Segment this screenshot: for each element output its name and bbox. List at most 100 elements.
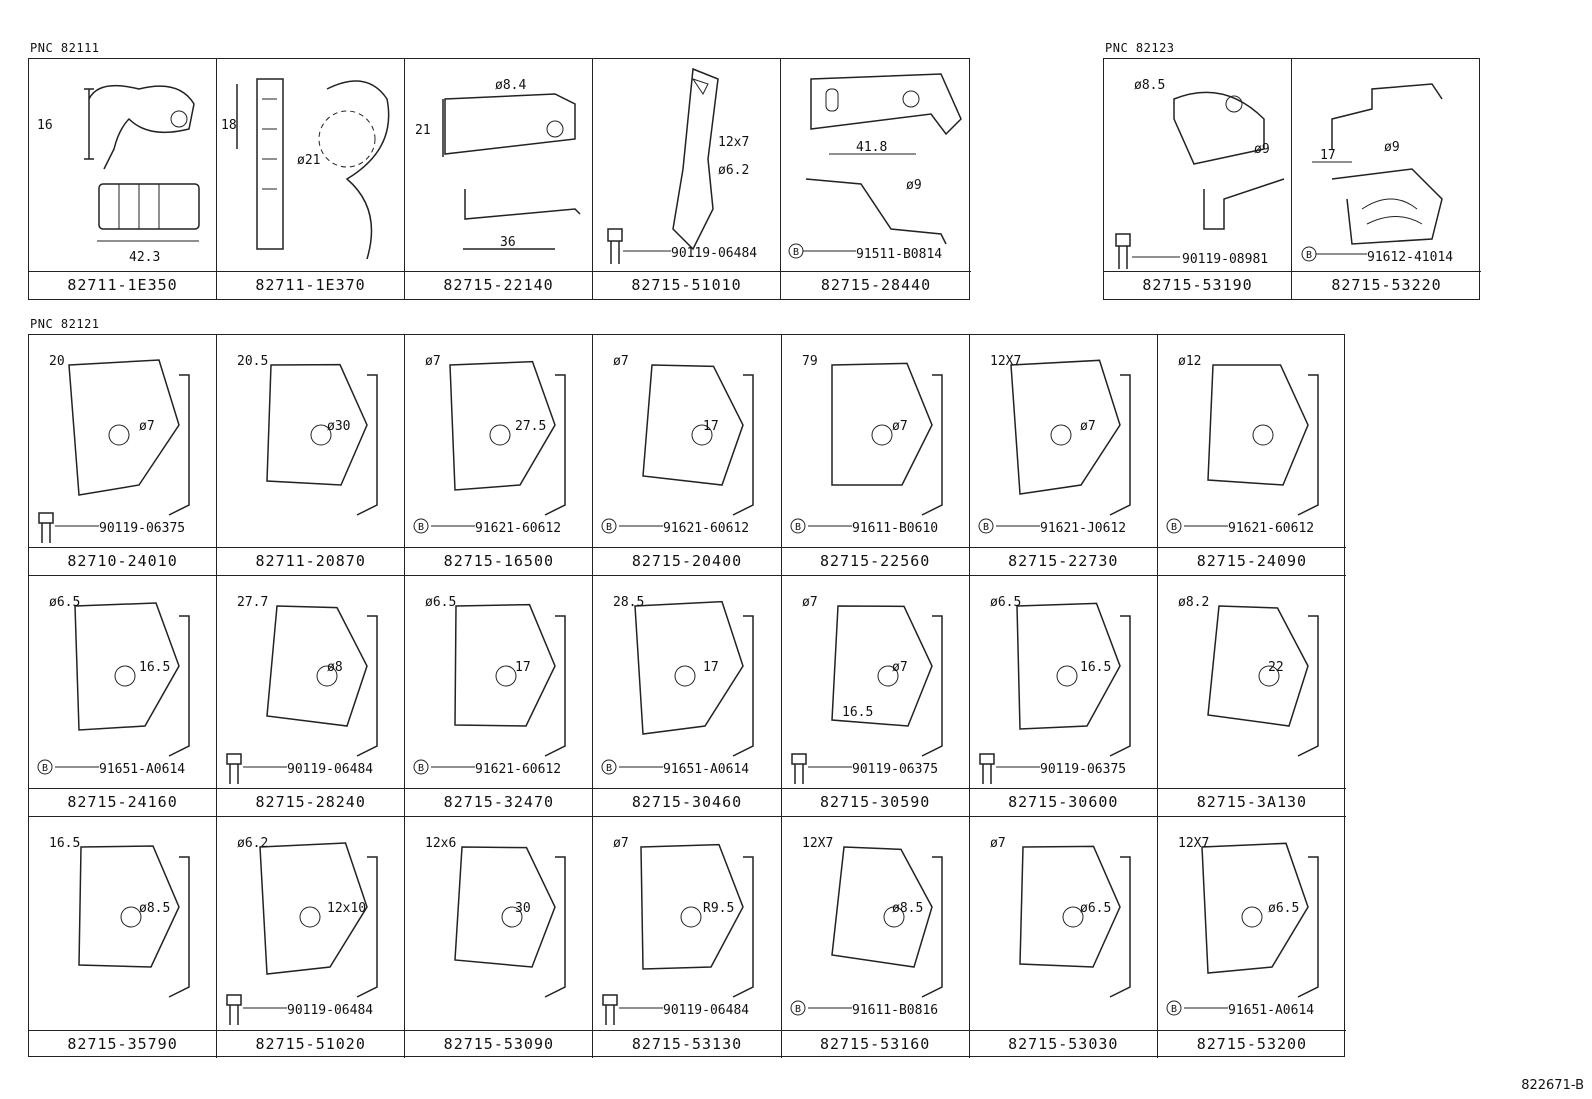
- part-cell[interactable]: ø9 17 B 91612-41014 82715-53220: [1292, 59, 1481, 299]
- svg-text:16: 16: [37, 118, 53, 133]
- part-number: 82715-22560: [781, 547, 969, 575]
- part-number: 82711-20870: [217, 547, 405, 575]
- part-number: 82715-53160: [781, 1030, 969, 1058]
- part-cell[interactable]: ø8.5 ø9 90119-08981 82715-53190: [1104, 59, 1292, 299]
- part-drawing: ø8.5 ø9 90119-08981: [1115, 78, 1285, 269]
- dimension-label: 12X7: [1178, 836, 1209, 851]
- dimension-label: ø8.5: [139, 901, 170, 916]
- part-cell[interactable]: ø8.4 21 36 82715-22140: [405, 59, 593, 299]
- dimension-label: ø7: [802, 595, 818, 610]
- dimension-label: R9.5: [703, 901, 734, 916]
- fastener-part-number: 91621-60612: [475, 762, 561, 777]
- dimension-label: ø7: [990, 836, 1006, 851]
- fastener-part-number: 91621-60612: [1228, 521, 1314, 536]
- part-drawing: 16 42.3: [37, 84, 200, 265]
- part-number: 82715-51020: [217, 1030, 405, 1058]
- svg-text:36: 36: [500, 235, 516, 250]
- part-number: 82710-24010: [29, 547, 217, 575]
- svg-text:B: B: [795, 522, 801, 533]
- part-cell[interactable]: 16 42.3 82711-1E350: [29, 59, 217, 299]
- dimension-label: ø7: [613, 354, 629, 369]
- dimension-label: 28.5: [613, 595, 644, 610]
- part-number: 82715-30600: [969, 788, 1157, 816]
- svg-text:B: B: [606, 522, 612, 533]
- fastener-part-number: 90119-06375: [99, 521, 185, 536]
- dimension-label: ø8.5: [892, 901, 923, 916]
- fastener-part-number: 91651-A0614: [1228, 1003, 1314, 1018]
- svg-text:21: 21: [415, 123, 431, 138]
- part-cell[interactable]: 41.8 ø9 B 91511-B0814 82715-28440: [781, 59, 971, 299]
- dimension-label: 17: [703, 419, 719, 434]
- svg-text:ø9: ø9: [1384, 140, 1400, 155]
- svg-text:B: B: [418, 763, 424, 774]
- part-number: 82715-22730: [969, 547, 1157, 575]
- part-drawing: ø8.222: [1178, 595, 1319, 757]
- part-number: 82715-24160: [29, 788, 217, 816]
- part-cell[interactable]: 18 ø21 82711-1E370: [217, 59, 405, 299]
- part-number: 82715-20400: [593, 547, 781, 575]
- part-drawing: 41.8 ø9 B 91511-B0814: [788, 73, 962, 262]
- svg-text:B: B: [795, 1004, 801, 1015]
- fastener-part-number: 90119-06484: [287, 762, 373, 777]
- panel-pnc-82123: ø8.5 ø9 90119-08981 82715-53190 ø9 17 B …: [1103, 58, 1481, 300]
- pnc-label-82123: PNC 82123: [1105, 41, 1175, 55]
- part-number: 82715-53130: [593, 1030, 781, 1058]
- fastener-part-number: 90119-06484: [287, 1003, 373, 1018]
- svg-text:91612-41014: 91612-41014: [1367, 250, 1453, 265]
- dimension-label: 27.7: [237, 595, 268, 610]
- svg-text:B: B: [1171, 522, 1177, 533]
- svg-text:B: B: [42, 763, 48, 774]
- part-cell[interactable]: 12x7 ø6.2 90119-06484 82715-51010: [593, 59, 781, 299]
- dimension-label: 12X7: [802, 836, 833, 851]
- dimension-label: ø6.2: [237, 836, 268, 851]
- part-number: 82715-28440: [781, 271, 971, 299]
- part-drawing: 18 ø21: [221, 78, 390, 260]
- part-number: 82715-32470: [405, 788, 593, 816]
- svg-text:ø6.2: ø6.2: [718, 163, 749, 178]
- dimension-label: 12X7: [990, 354, 1021, 369]
- dimension-label: ø6.5: [425, 595, 456, 610]
- svg-text:ø21: ø21: [297, 153, 320, 168]
- svg-text:90119-06484: 90119-06484: [671, 246, 757, 261]
- dimension-label: 16.5: [139, 660, 170, 675]
- part-number: 82715-53190: [1104, 271, 1291, 299]
- diagram-code: 822671-B: [1521, 1078, 1584, 1093]
- part-drawing: 12x7 ø6.2 90119-06484: [607, 67, 757, 264]
- pnc-label-82121: PNC 82121: [30, 317, 100, 331]
- part-number: 82715-22140: [405, 271, 592, 299]
- part-number: 82715-28240: [217, 788, 405, 816]
- dimension-label: 17: [703, 660, 719, 675]
